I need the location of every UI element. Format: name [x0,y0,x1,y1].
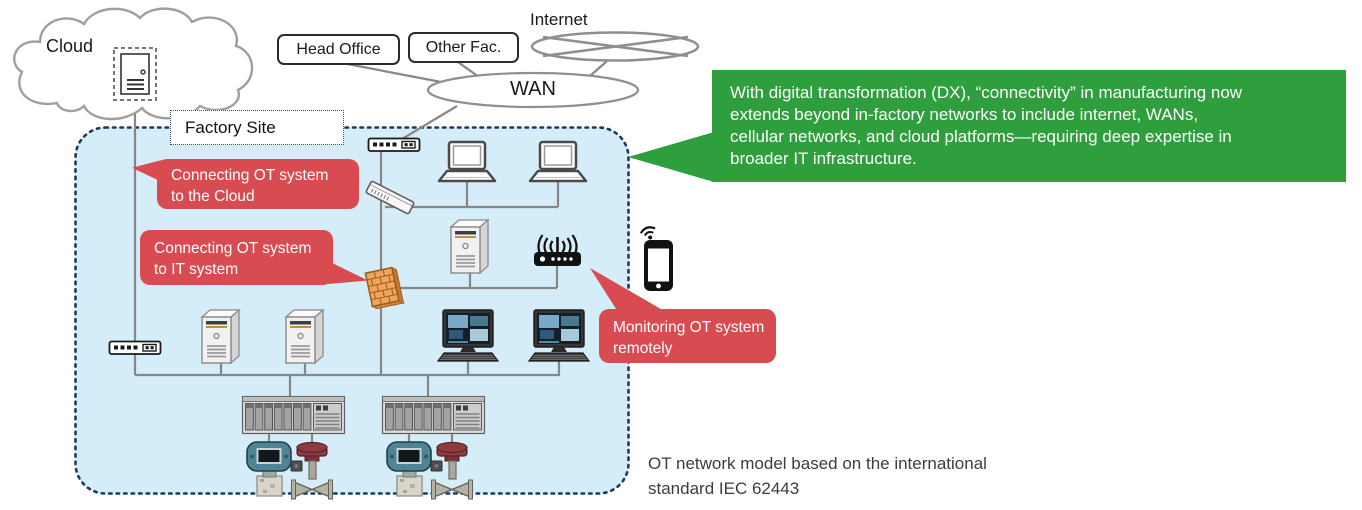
internet-globe-icon [530,31,700,62]
plc-rack-icon [381,395,486,435]
dx-note: With digital transformation (DX), “conne… [712,70,1346,182]
operator-workstation-icon [528,309,590,362]
virtual-server-icon [113,47,157,101]
diagram-caption: OT network model based on the internatio… [648,454,987,498]
head-office-node: Head Office [277,34,400,65]
note-line: cellular networks, and cloud platforms—r… [730,127,1232,146]
cloud-label: Cloud [46,36,94,56]
factory-site-label: Factory Site [170,110,344,145]
router-icon [367,137,421,152]
note-line: broader IT infrastructure. [730,149,917,168]
wan-label: WAN [510,78,556,100]
server-tower-icon [285,309,324,364]
other-facility-node: Other Fac. [408,32,519,63]
wan-ellipse [426,71,640,109]
note-line: extends beyond in-factory networks to in… [730,105,1199,124]
router-icon [108,340,162,355]
callout-to-cloud: Connecting OT system to the Cloud [157,159,359,209]
internet-label: Internet [530,10,588,29]
server-tower-icon [201,309,240,364]
callout-line: Connecting OT system [171,167,329,184]
callout-line: Connecting OT system [154,240,312,257]
callout-line: to IT system [154,260,239,278]
note-line: With digital transformation (DX), “conne… [730,83,1243,102]
wifi-signal-icon [638,224,660,243]
smartphone-icon [644,240,673,291]
callout-line: Monitoring OT system [613,319,765,336]
callout-to-it: Connecting OT system to IT system [140,230,333,285]
server-tower-icon [450,219,489,274]
plc-rack-icon [241,395,346,435]
operator-workstation-icon [437,309,499,362]
callout-line: to the Cloud [171,187,255,205]
callout-line: remotely [613,339,673,357]
callout-monitoring: Monitoring OT system remotely [599,309,776,363]
